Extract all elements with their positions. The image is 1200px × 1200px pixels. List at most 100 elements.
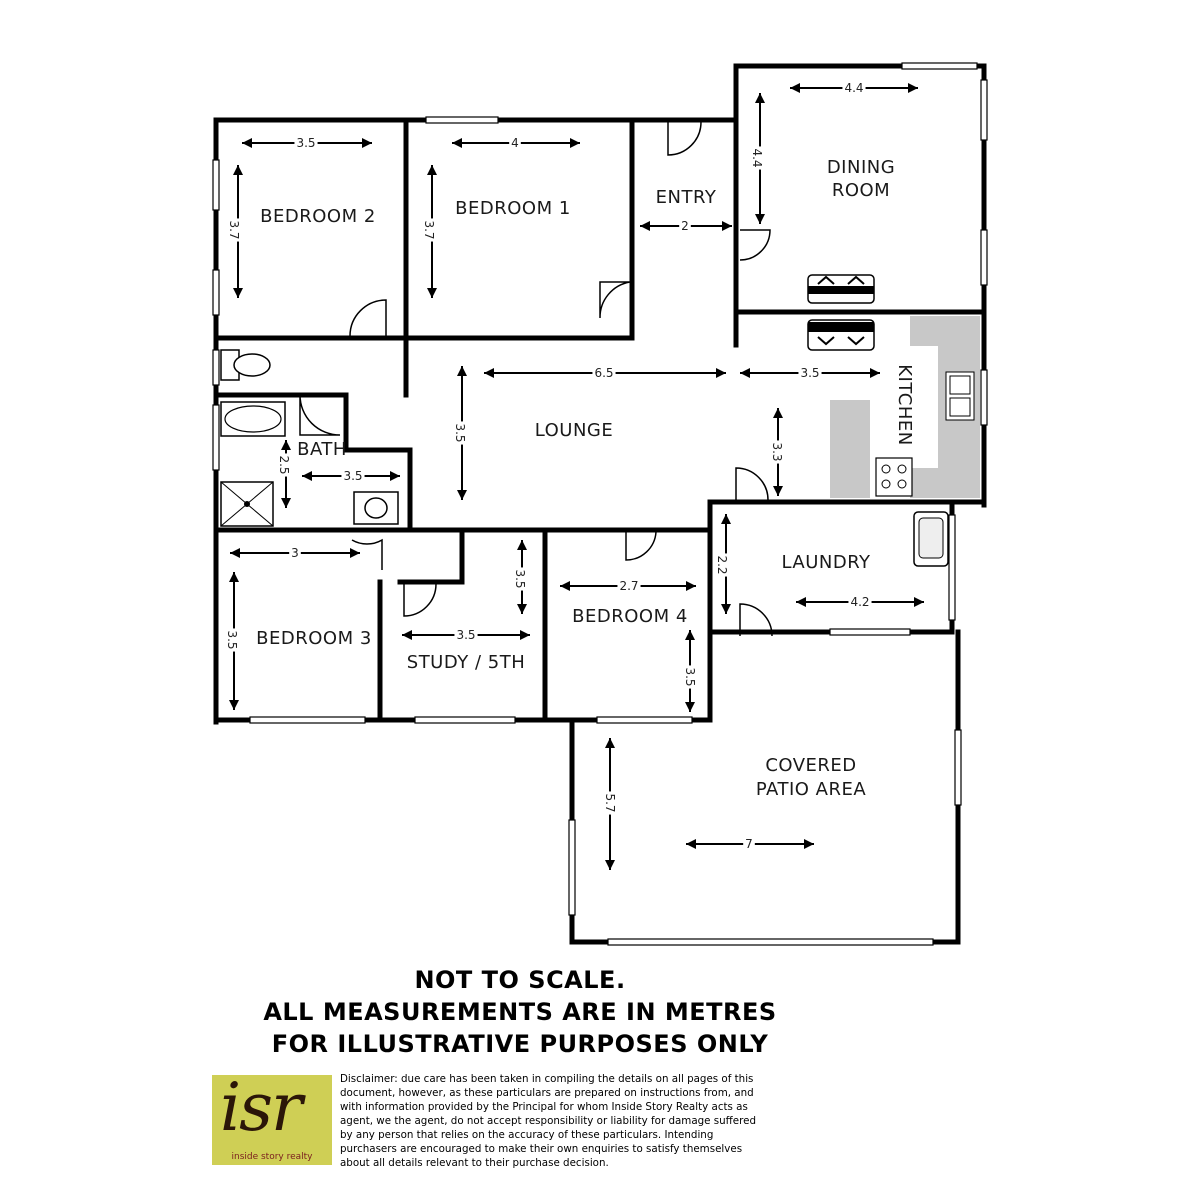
disclaimer-line: with information provided by the Princip… xyxy=(340,1101,748,1113)
dim-kitchen-w: 3.5 xyxy=(800,366,819,380)
arrow-head xyxy=(281,440,291,450)
heater-icon xyxy=(807,274,875,351)
arrow-head xyxy=(640,221,650,231)
arrow-head xyxy=(517,604,527,614)
arrow-head xyxy=(362,138,372,148)
disclaimer-line: about all details relevant to their purc… xyxy=(340,1157,609,1169)
dim-study-w: 3.5 xyxy=(456,628,475,642)
room-bath: BATH xyxy=(297,439,347,460)
arrow-head xyxy=(457,366,467,376)
arrow-head xyxy=(686,581,696,591)
dim-label-bg xyxy=(341,469,365,483)
room-kitchen: KITCHEN xyxy=(894,364,915,446)
disclaimer-line: purchasers are encouraged to make their … xyxy=(340,1143,743,1155)
arrow-head xyxy=(716,368,726,378)
stove-icon xyxy=(875,457,913,497)
logo-mark: isr xyxy=(220,1075,303,1146)
disclaimer: Disclaimer: due care has been taken in c… xyxy=(340,1072,860,1170)
sink-icon xyxy=(945,371,975,421)
dim-label-bg xyxy=(848,595,872,609)
arrow-head xyxy=(229,572,239,582)
dim-label-bg xyxy=(513,567,527,591)
dim-label-bg xyxy=(683,665,697,689)
disclaimer-line: by any person that relies on the accurac… xyxy=(340,1129,714,1141)
arrow-head xyxy=(230,548,240,558)
dim-laundry-w: 4.2 xyxy=(850,595,869,609)
room-entry: ENTRY xyxy=(656,187,717,208)
arrow-head xyxy=(686,839,696,849)
dim-lounge-h: 3.5 xyxy=(453,423,467,442)
dim-label-bg xyxy=(453,421,467,445)
arrow-head xyxy=(520,630,530,640)
arrow-head xyxy=(452,138,462,148)
arrow-head xyxy=(773,408,783,418)
arrow-head xyxy=(722,221,732,231)
dim-kitchen-h: 3.3 xyxy=(770,442,784,461)
dim-label-bg xyxy=(750,146,764,170)
arrow-head xyxy=(605,738,615,748)
dim-label-bg xyxy=(289,546,301,560)
arrow-head xyxy=(570,138,580,148)
arrow-head xyxy=(390,471,400,481)
dimension-labels: 3.5 3.7 4 3.7 2 4.4 4.4 6.5 3.5 3.5 3.3 … xyxy=(225,81,872,851)
room-laundry: LAUNDRY xyxy=(781,552,871,573)
dim-bed1-h: 3.7 xyxy=(422,220,436,239)
arrow-head xyxy=(740,368,750,378)
dim-lounge-w: 6.5 xyxy=(594,366,613,380)
floor-plan: 3.5 3.7 4 3.7 2 4.4 4.4 6.5 3.5 3.5 3.3 … xyxy=(212,62,988,946)
arrow-head xyxy=(908,83,918,93)
dim-patio-w: 7 xyxy=(745,837,753,851)
arrow-head xyxy=(721,604,731,614)
disclaimer-line: agent, we the agent, do not accept respo… xyxy=(340,1115,756,1127)
dim-bed2-w: 3.5 xyxy=(296,136,315,150)
room-bedroom-3: BEDROOM 3 xyxy=(256,628,372,649)
room-patio-line2: PATIO AREA xyxy=(756,779,867,800)
room-lounge: LOUNGE xyxy=(535,420,614,441)
room-bedroom-4: BEDROOM 4 xyxy=(572,606,688,627)
dim-laundry-h: 2.2 xyxy=(715,555,729,574)
arrow-head xyxy=(755,93,765,103)
isr-logo: isr inside story realty xyxy=(212,1075,332,1165)
dim-label-bg xyxy=(225,628,239,652)
arrow-head xyxy=(685,630,695,640)
arrow-head xyxy=(233,165,243,175)
dimension-arrows xyxy=(229,83,924,870)
dim-bed1-w: 4 xyxy=(511,136,519,150)
room-dining-line1: DINING xyxy=(827,157,895,178)
arrow-head xyxy=(484,368,494,378)
dim-label-bg xyxy=(770,440,784,464)
plan-notes: NOT TO SCALE. ALL MEASUREMENTS ARE IN ME… xyxy=(200,964,840,1060)
fixtures xyxy=(220,274,980,567)
arrow-head xyxy=(427,165,437,175)
dim-label-bg xyxy=(617,579,641,593)
note-line-2: ALL MEASUREMENTS ARE IN METRES xyxy=(263,998,777,1026)
dim-patio-h: 5.7 xyxy=(603,793,617,812)
dim-bed4-h: 3.5 xyxy=(683,667,697,686)
dim-label-bg xyxy=(842,81,866,95)
arrow-head xyxy=(229,700,239,710)
laundry-tub-icon xyxy=(913,511,949,567)
room-bedroom-1: BEDROOM 1 xyxy=(455,198,571,219)
dim-label-bg xyxy=(798,366,822,380)
dim-dining-h: 4.4 xyxy=(750,148,764,167)
arrow-head xyxy=(870,368,880,378)
dim-label-bg xyxy=(715,553,729,577)
doors xyxy=(299,121,773,637)
note-line-3: FOR ILLUSTRATIVE PURPOSES ONLY xyxy=(271,1030,769,1058)
arrow-head xyxy=(560,581,570,591)
arrow-head xyxy=(773,486,783,496)
arrow-head xyxy=(914,597,924,607)
dim-bed3-h: 3.5 xyxy=(225,630,239,649)
disclaimer-line: document, however, as these particulars … xyxy=(340,1087,754,1099)
dim-label-bg xyxy=(603,791,617,815)
arrow-head xyxy=(605,860,615,870)
dim-bath-h: 2.5 xyxy=(277,455,291,474)
arrow-head xyxy=(427,288,437,298)
dim-label-bg xyxy=(743,837,755,851)
dim-bath-w: 3.5 xyxy=(343,469,362,483)
room-patio-line1: COVERED xyxy=(765,755,856,776)
arrow-head xyxy=(721,514,731,524)
dim-label-bg xyxy=(294,136,318,150)
dim-label-bg xyxy=(277,453,291,477)
arrow-head xyxy=(302,471,312,481)
